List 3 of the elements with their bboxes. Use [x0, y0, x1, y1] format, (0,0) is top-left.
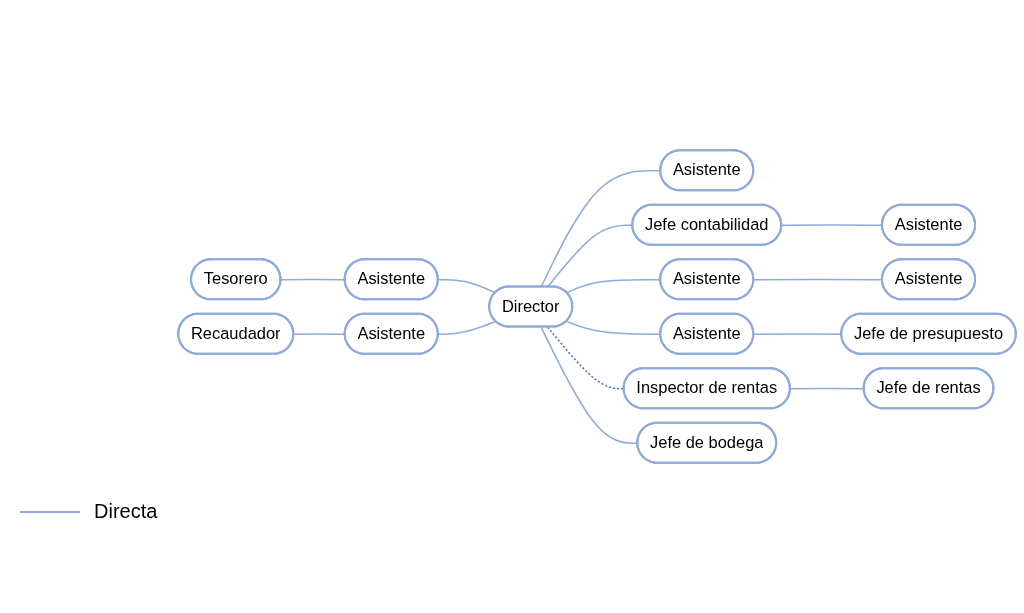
- connector: [437, 320, 497, 336]
- connector: [437, 278, 497, 294]
- legend-label: Directa: [94, 500, 158, 523]
